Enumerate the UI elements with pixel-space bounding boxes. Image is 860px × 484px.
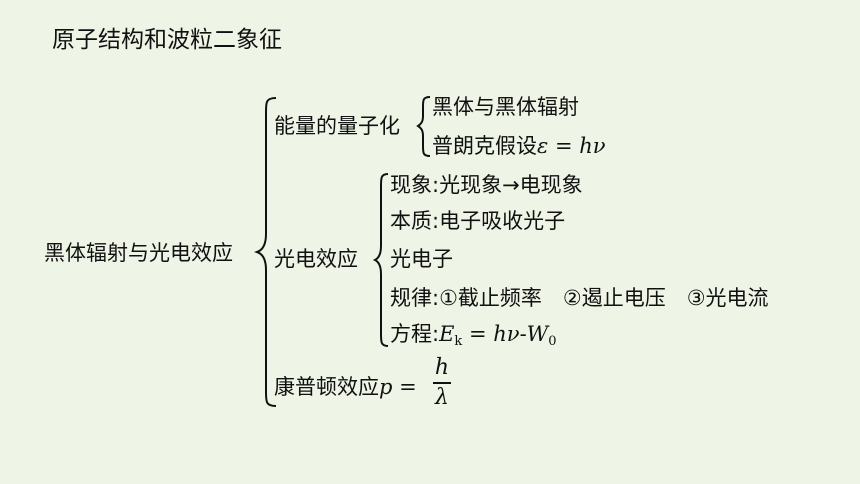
compton-formula: p =: [379, 375, 424, 399]
photoelectric-laws: 规律:①截止频率 ②遏止电压 ③光电流: [390, 288, 769, 309]
compton-label: 康普顿效应p =: [274, 377, 423, 398]
root-label: 黑体辐射与光电效应: [44, 241, 233, 265]
quantization-brace: [416, 96, 431, 157]
photoelectric-brace: [372, 173, 389, 347]
planck-formula: ε = hν: [537, 134, 606, 158]
fraction-numerator: h: [434, 355, 450, 380]
page-title: 原子结构和波粒二象征: [52, 27, 282, 53]
einstein-equation: Ek = hν-W0: [439, 322, 557, 349]
fraction-bar: [433, 382, 451, 384]
photoelectric-item-essence: 本质:电子吸收光子: [390, 209, 566, 233]
photoelectric-item-photoelectron: 光电子: [390, 247, 453, 271]
main-brace: [253, 97, 277, 407]
equation-label: 方程:: [390, 322, 440, 346]
quantization-item-blackbody: 黑体与黑体辐射: [432, 95, 579, 119]
compton-text: 康普顿效应: [274, 375, 379, 399]
compton-fraction: h λ: [433, 357, 451, 409]
law-cutoff-frequency: ①截止频率: [439, 286, 542, 310]
quantization-label: 能量的量子化: [274, 114, 400, 138]
photoelectric-equation: 方程:Ek = hν-W0: [390, 322, 557, 349]
law-stopping-voltage: ②遏止电压: [562, 286, 666, 310]
photoelectric-item-phenomenon: 现象:光现象→电现象: [390, 173, 583, 197]
fraction-denominator: λ: [435, 384, 449, 410]
quantization-item-planck: 普朗克假设ε = hν: [432, 136, 606, 157]
photoelectric-label: 光电效应: [274, 247, 358, 271]
planck-label: 普朗克假设: [432, 134, 537, 158]
laws-label: 规律:: [390, 286, 440, 310]
law-photocurrent: ③光电流: [686, 286, 769, 310]
